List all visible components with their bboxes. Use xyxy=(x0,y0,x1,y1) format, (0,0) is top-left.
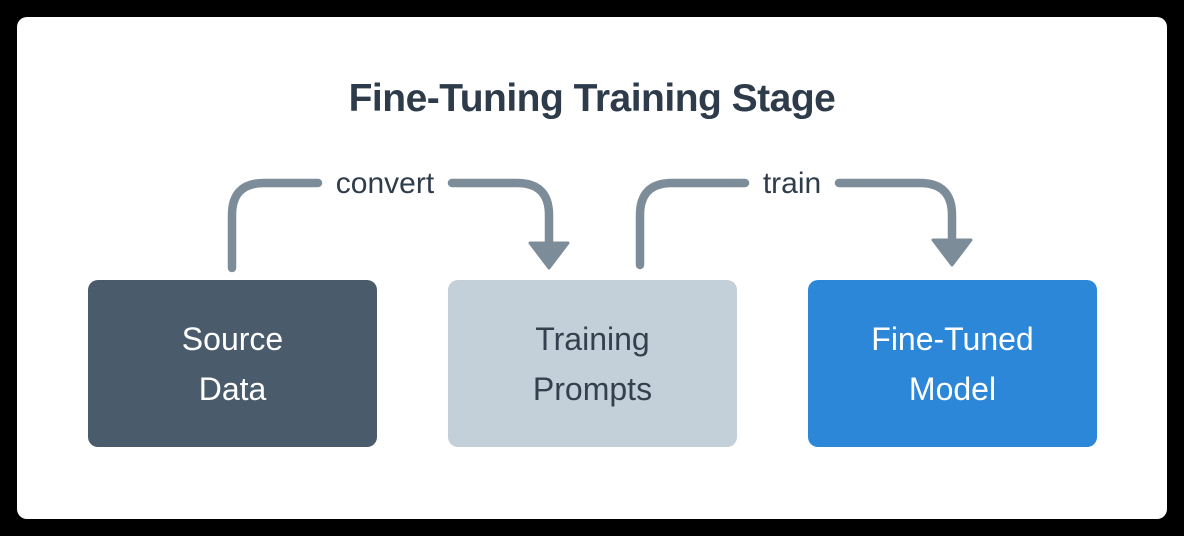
train-arrow-left-segment xyxy=(635,178,750,270)
node-fine-tuned-model-label-line2: Model xyxy=(908,370,997,407)
diagram-card: Fine-Tuning Training Stage convert train… xyxy=(17,17,1167,519)
node-training-prompts: Training Prompts xyxy=(448,280,737,447)
convert-arrow-left-segment xyxy=(227,178,323,273)
node-training-prompts-label-line1: Training xyxy=(535,320,650,357)
convert-arrowhead-icon xyxy=(528,241,570,270)
train-arrow-right-segment xyxy=(834,178,957,246)
train-arrow xyxy=(635,178,957,270)
train-arrowhead-icon xyxy=(931,238,973,267)
node-training-prompts-label-line2: Prompts xyxy=(532,370,653,407)
node-fine-tuned-model-label-line1: Fine-Tuned xyxy=(871,320,1034,357)
convert-arrow xyxy=(227,178,554,273)
edge-label-train: train xyxy=(762,167,822,200)
flow-arrows xyxy=(227,178,973,273)
node-source-data-label-line2: Data xyxy=(198,370,267,407)
node-fine-tuned-model: Fine-Tuned Model xyxy=(808,280,1097,447)
node-source-data: Source Data xyxy=(88,280,377,447)
diagram-title: Fine-Tuning Training Stage xyxy=(348,77,836,120)
node-source-data-label-line1: Source xyxy=(181,320,284,357)
convert-arrow-right-segment xyxy=(447,178,554,249)
edge-label-convert: convert xyxy=(335,167,435,200)
